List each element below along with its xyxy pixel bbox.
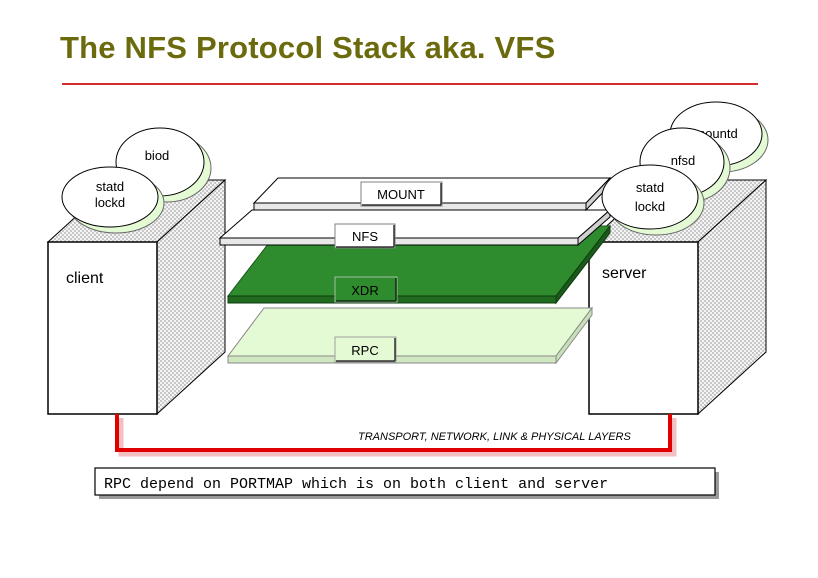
nfs-layer bbox=[218, 208, 612, 247]
rpc-layer bbox=[227, 306, 593, 365]
nfs-label: NFS bbox=[352, 229, 378, 244]
client-label: client bbox=[66, 270, 104, 287]
client-statd-label: statd bbox=[96, 179, 124, 194]
biod-label: biod bbox=[145, 148, 170, 163]
xdr-label: XDR bbox=[351, 283, 378, 298]
note-box: RPC depend on PORTMAP which is on both c… bbox=[94, 467, 719, 499]
mount-label: MOUNT bbox=[377, 187, 425, 202]
server-label: server bbox=[602, 265, 647, 282]
nfsd-label: nfsd bbox=[671, 153, 696, 168]
page-title: The NFS Protocol Stack aka. VFS bbox=[60, 30, 556, 65]
title-underline bbox=[62, 83, 758, 85]
server-statd-label: statd bbox=[636, 180, 664, 195]
mount-label-box: MOUNT bbox=[360, 181, 443, 207]
portmap-note: RPC depend on PORTMAP which is on both c… bbox=[104, 476, 608, 493]
transport-label: TRANSPORT, NETWORK, LINK & PHYSICAL LAYE… bbox=[358, 431, 631, 443]
server-statd-lockd-bubble: statd lockd bbox=[601, 164, 705, 236]
rpc-label-box: RPC bbox=[334, 336, 397, 363]
server-lockd-label: lockd bbox=[635, 199, 665, 214]
rpc-label: RPC bbox=[351, 343, 378, 358]
xdr-label-box: XDR bbox=[334, 276, 398, 303]
client-statd-lockd-bubble: statd lockd bbox=[61, 166, 165, 234]
client-lockd-label: lockd bbox=[95, 195, 125, 210]
transport-line bbox=[115, 414, 677, 457]
nfs-label-box: NFS bbox=[334, 223, 396, 249]
